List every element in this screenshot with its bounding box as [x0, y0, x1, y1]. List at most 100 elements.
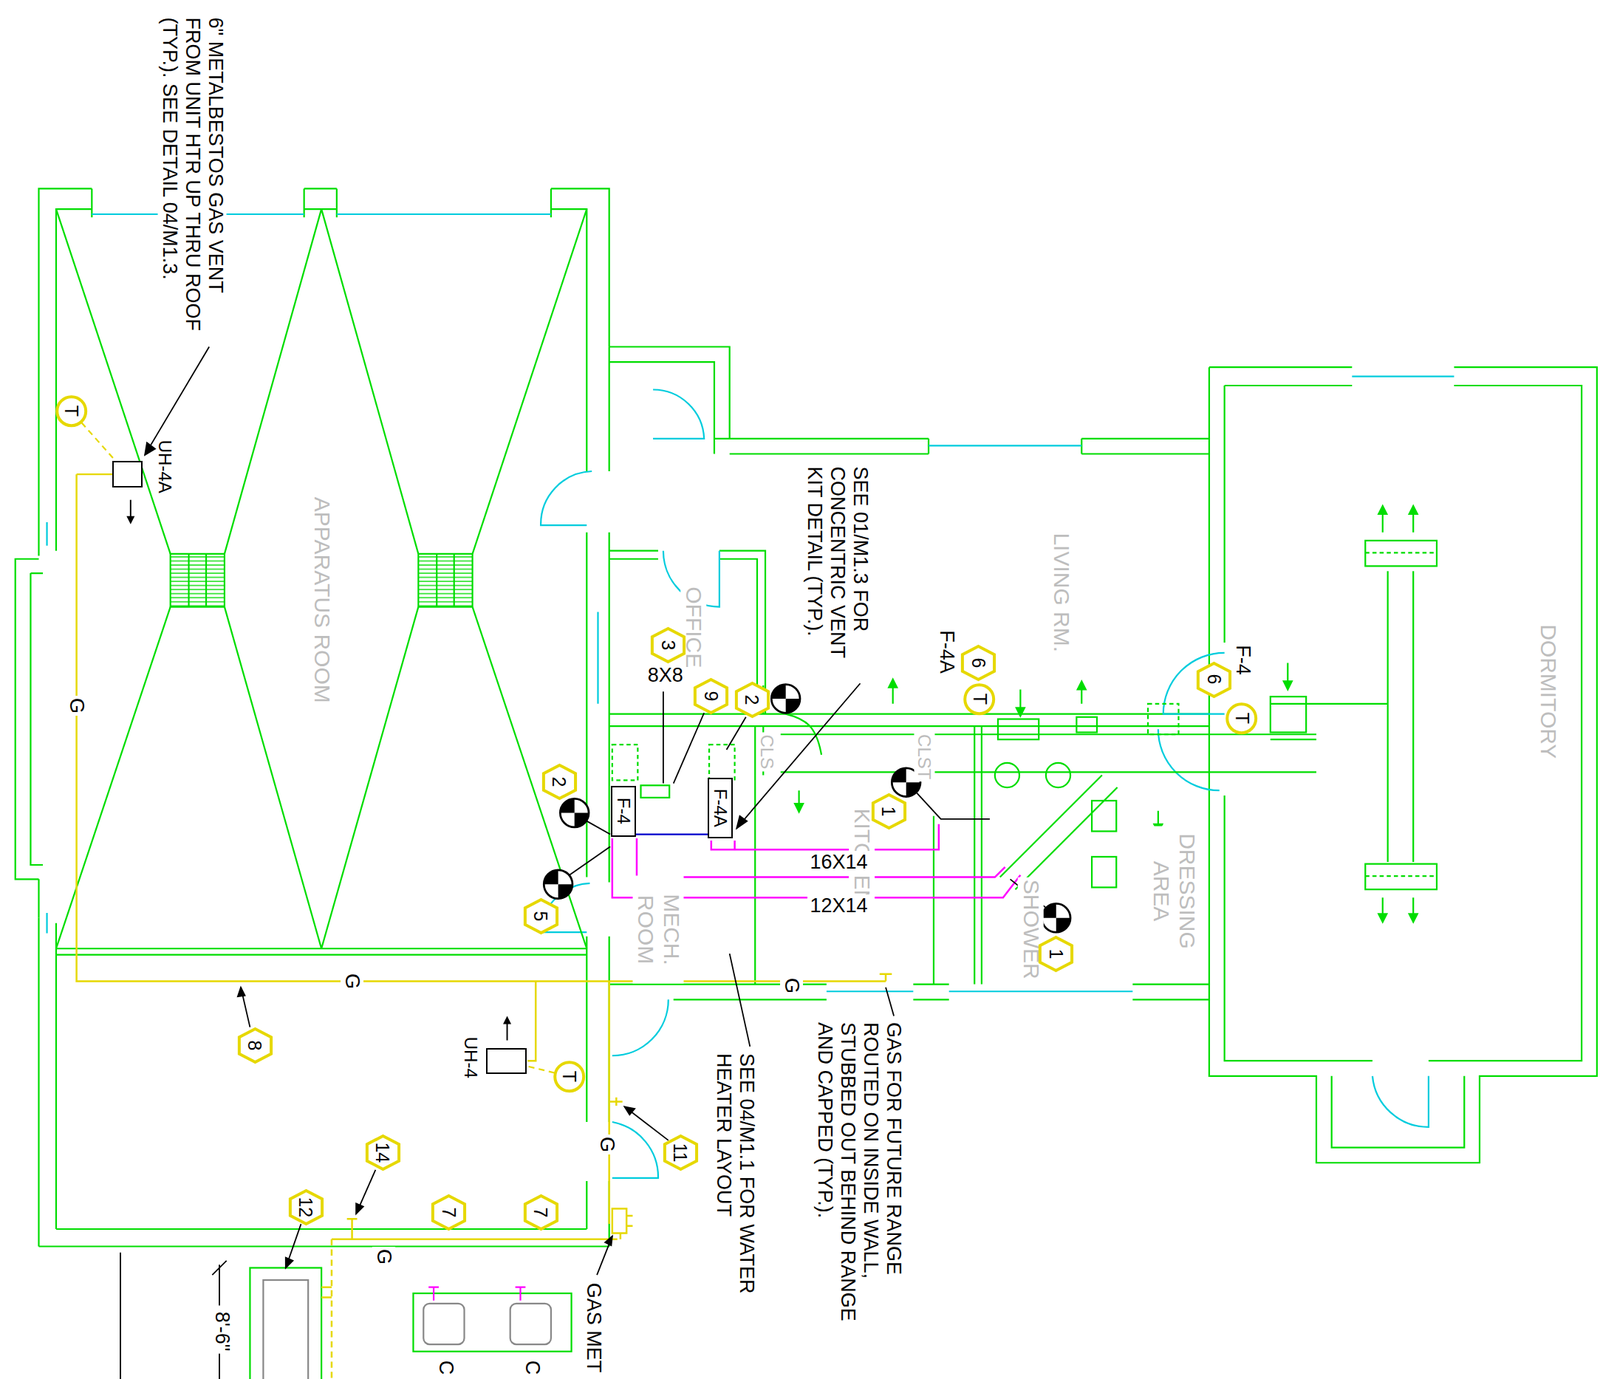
unit-box: UH-4A — [112, 460, 143, 488]
gas-piping — [76, 474, 893, 1379]
wall — [15, 559, 43, 919]
wall — [609, 347, 730, 455]
callout-number: 3 — [657, 639, 679, 651]
slope-line — [56, 209, 587, 949]
arrowhead — [144, 442, 747, 1268]
circle-shape — [965, 684, 995, 714]
hexagon-shape — [525, 1195, 557, 1230]
thermostat-symbol: T — [554, 1061, 585, 1092]
unit-box: UH-4 — [486, 1048, 527, 1075]
room-name: OFFICE — [681, 584, 707, 670]
callout-hexagon: 2 — [734, 682, 770, 718]
callout-hexagon: 7 — [523, 1195, 559, 1230]
duct — [780, 703, 1388, 773]
wall — [754, 726, 982, 984]
thermostat-symbol: T — [963, 684, 995, 715]
thermostat-wire — [81, 422, 116, 461]
note: SEE 01/M1.3 FOR CONCENTRIC VENT KIT DETA… — [802, 464, 871, 684]
room-name: APPARATUS ROOM — [308, 494, 335, 706]
callout-hexagon: 1 — [871, 794, 907, 829]
note: GAS FOR FUTURE RANGE ROUTED ON INSIDE WA… — [813, 1020, 905, 1335]
diffuser-symbol — [543, 870, 573, 899]
grille — [612, 744, 639, 781]
door-swing — [1158, 729, 1220, 791]
gas-meter-detail — [626, 1215, 633, 1227]
callout-number: 2 — [548, 776, 571, 787]
thermostat-label: T — [559, 1071, 581, 1083]
callout-hexagon: 12 — [288, 1190, 324, 1225]
grille — [1076, 717, 1097, 733]
grille — [1147, 703, 1179, 735]
gas-line — [330, 1239, 333, 1379]
diffuser-symbol — [771, 684, 800, 714]
callout-hexagon: 6 — [961, 645, 996, 681]
unit-tag: F-4 — [613, 797, 634, 825]
plumbing-fixture — [995, 763, 1071, 788]
hexagon-shape — [695, 679, 727, 713]
circle-shape — [554, 1062, 584, 1092]
callout-number: 5 — [530, 910, 552, 922]
leader-line — [586, 821, 611, 835]
flow-arrow — [799, 509, 1414, 918]
diffuser-symbol — [559, 798, 589, 828]
callout-hexagon: 7 — [431, 1195, 467, 1230]
units — [126, 500, 710, 1041]
callout-number: 2 — [741, 695, 764, 706]
hexagon-shape — [432, 1195, 465, 1230]
room-name: CLST — [914, 732, 936, 782]
hexagon-shape — [873, 794, 905, 829]
wall — [1224, 385, 1582, 1061]
gas-tag: G — [595, 1134, 619, 1155]
callout-number: 7 — [438, 1207, 460, 1218]
room-name: SHOWER — [1017, 877, 1044, 982]
diffuser-symbol — [1041, 903, 1071, 933]
leader-line — [144, 347, 210, 456]
wall — [38, 1229, 609, 1247]
control-wire — [634, 833, 710, 835]
leader-line — [569, 846, 611, 876]
leader-line — [662, 691, 665, 784]
range — [249, 1267, 322, 1379]
note: GAS MET — [582, 1280, 605, 1376]
leader-line — [673, 712, 704, 784]
faucet — [428, 1287, 526, 1301]
gas-line — [76, 474, 893, 981]
callout-hexagon: 8 — [237, 1028, 273, 1063]
leader-line — [885, 987, 894, 1017]
thermostat-label: T — [1231, 712, 1253, 724]
hexagon-shape — [525, 899, 557, 933]
room-name: CLS — [757, 732, 778, 772]
doors-windows — [47, 214, 1455, 1179]
wall — [1331, 1076, 1465, 1148]
hexagon-shape — [239, 1028, 272, 1063]
callout-number: 6 — [967, 658, 990, 669]
arrowhead — [794, 506, 1418, 922]
leader-line — [736, 683, 860, 829]
diffusers — [543, 684, 1071, 933]
thermostat-label: T — [969, 692, 991, 704]
wall — [56, 948, 587, 955]
gas-line — [331, 980, 621, 1239]
gas-tag: G — [65, 695, 88, 716]
callout-hexagon: 3 — [650, 627, 686, 663]
duct-size: 12X14 — [807, 894, 870, 918]
unit-tag: F-4A — [709, 788, 731, 828]
unit-tag: F-4 — [1231, 643, 1255, 679]
hexagon-shape — [735, 683, 768, 717]
gas-tag: G — [340, 971, 364, 992]
room-name: MECH. ROOM — [632, 875, 684, 984]
trench-grate — [418, 554, 473, 608]
thermostat-symbol: T — [56, 395, 87, 427]
lavatory — [1091, 856, 1117, 888]
grille — [997, 719, 1039, 741]
note: SEE 04/M1.1 FOR WATER HEATER LAYOUT — [712, 1051, 758, 1337]
supply-ducts — [612, 506, 1437, 922]
leader-line — [726, 717, 747, 750]
door-swing — [612, 1122, 659, 1179]
room-name: DRESSING AREA — [1147, 826, 1199, 957]
callout-hexagon: 2 — [542, 764, 577, 800]
room-name: DORMITORY — [1534, 621, 1561, 761]
callout-number: 6 — [1203, 674, 1225, 685]
